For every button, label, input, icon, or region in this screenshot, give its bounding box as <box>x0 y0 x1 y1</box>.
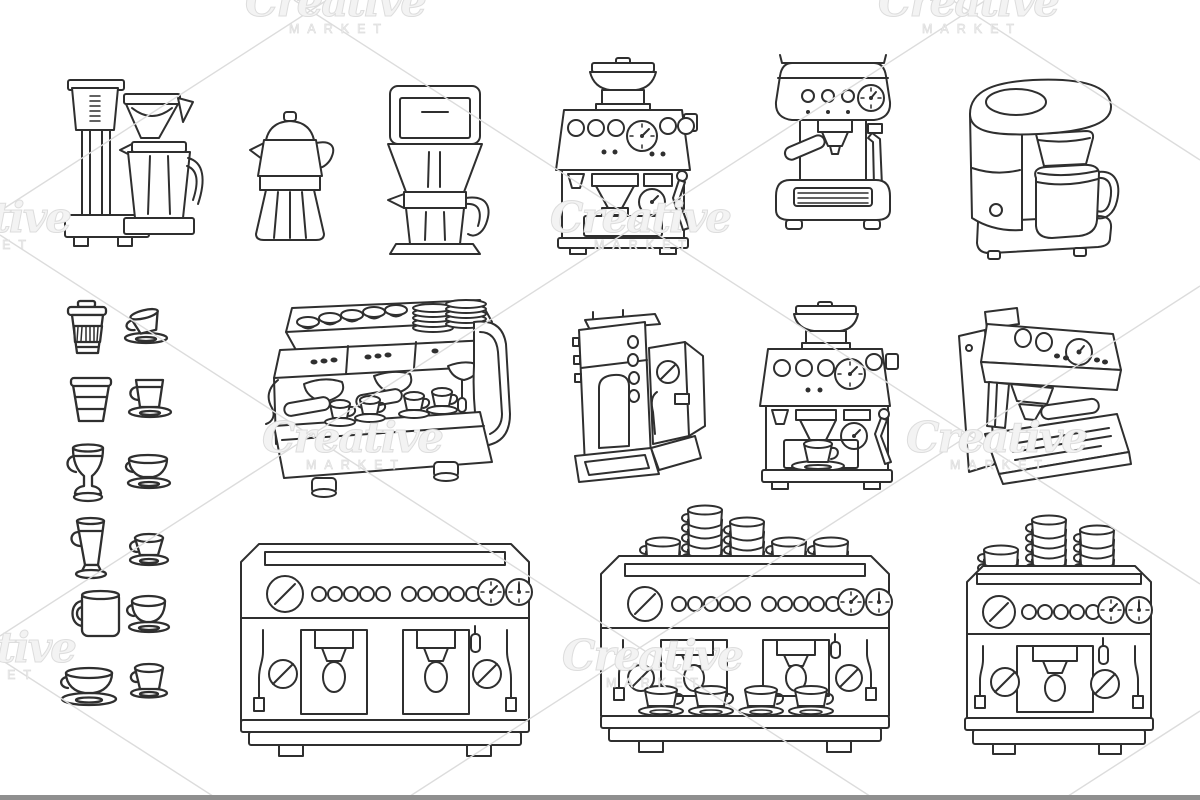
round-cup-on-saucer-icon <box>125 594 171 634</box>
two-group-espresso-machine-icon <box>240 543 533 757</box>
espresso-cup-on-saucer-icon <box>128 532 170 567</box>
latte-glass-icon <box>70 516 108 580</box>
tilted-espresso-cup-on-saucer-icon <box>123 307 169 345</box>
coffee-mug-icon <box>71 589 121 638</box>
capsule-coffee-machine-perspective-icon <box>572 309 706 483</box>
watermark-logo: Creative MARKET <box>878 0 1061 36</box>
svg-text:MARKET: MARKET <box>922 22 1022 36</box>
one-group-espresso-machine-with-cup-stacks-icon <box>964 514 1154 755</box>
teacup-on-saucer-icon <box>124 453 172 490</box>
small-cup-on-saucer-icon <box>129 662 169 699</box>
espresso-machine-with-grinder-and-cup-icon <box>759 301 899 490</box>
takeaway-paper-cup-icon <box>66 299 108 355</box>
svg-text:Creative: Creative <box>0 623 75 672</box>
pour-over-drip-coffee-maker-icon <box>64 79 204 247</box>
svg-text:MARKET: MARKET <box>0 238 34 252</box>
bottom-edge-bar <box>0 795 1200 800</box>
wide-cup-on-saucer-icon <box>59 666 118 707</box>
commercial-espresso-machine-perspective-icon <box>265 299 511 498</box>
svg-text:MARKET: MARKET <box>289 22 389 36</box>
glass-cup-on-saucer-icon <box>127 378 173 419</box>
compact-espresso-machine-icon <box>774 54 892 230</box>
drip-coffee-maker-with-carafe-icon <box>969 78 1120 260</box>
svg-text:MARKET: MARKET <box>0 668 39 682</box>
svg-text:Creative: Creative <box>878 0 1058 26</box>
paper-cup-icon <box>69 376 113 423</box>
two-group-espresso-machine-with-cup-stacks-icon <box>600 504 893 753</box>
moka-pot-icon <box>249 111 335 241</box>
filter-coffee-maker-with-jug-icon <box>387 85 490 255</box>
espresso-machine-perspective-icon <box>958 307 1132 485</box>
svg-text:Creative: Creative <box>245 0 425 26</box>
irish-coffee-glass-icon <box>66 443 105 503</box>
watermark-logo: Creative MARKET <box>245 0 428 36</box>
espresso-machine-with-grinder-icon <box>555 57 698 255</box>
